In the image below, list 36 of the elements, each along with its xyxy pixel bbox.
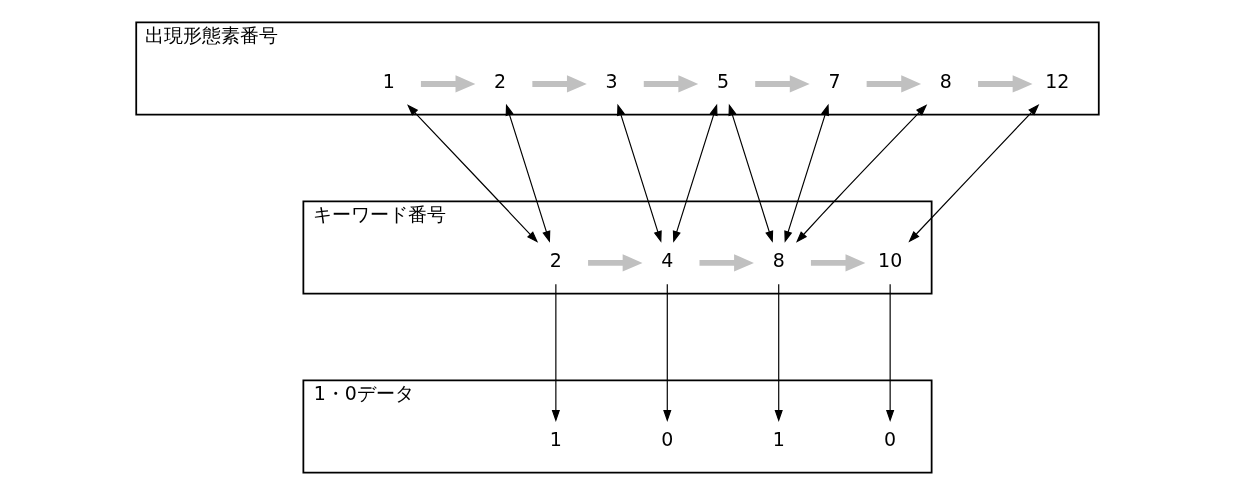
node-text: 1 <box>382 70 395 93</box>
arrow <box>783 103 829 243</box>
arrow <box>616 103 662 243</box>
arrow <box>643 75 698 93</box>
arrow <box>587 254 642 272</box>
node-text: 8 <box>939 70 952 93</box>
arrow <box>754 75 810 93</box>
arrow <box>420 75 475 93</box>
arrow <box>551 283 560 422</box>
node-text: 12 <box>1044 70 1069 93</box>
arrow <box>727 103 773 243</box>
arrow <box>866 75 921 93</box>
arrow <box>977 75 1032 93</box>
arrow <box>662 283 671 422</box>
node-text: 0 <box>883 428 896 451</box>
node-text: 3 <box>605 70 618 93</box>
arrow <box>505 103 550 243</box>
node-text: 1 <box>772 428 785 451</box>
node-text: 2 <box>549 249 562 272</box>
node-text: 5 <box>716 70 729 93</box>
arrow <box>699 254 754 272</box>
arrow <box>406 104 538 243</box>
arrow <box>810 254 865 272</box>
node-text: 1 <box>549 428 562 451</box>
node-text: 7 <box>827 70 840 93</box>
node-text: 2 <box>493 70 506 93</box>
arrow <box>795 104 927 243</box>
arrow <box>885 283 894 422</box>
node-text: 8 <box>772 249 785 272</box>
arrow <box>907 104 1039 243</box>
node-text: 0 <box>660 428 673 451</box>
arrow <box>774 283 783 422</box>
arrow <box>531 75 587 93</box>
arrow <box>672 103 718 243</box>
node-text: 4 <box>660 249 673 272</box>
node-text: 10 <box>877 249 902 272</box>
